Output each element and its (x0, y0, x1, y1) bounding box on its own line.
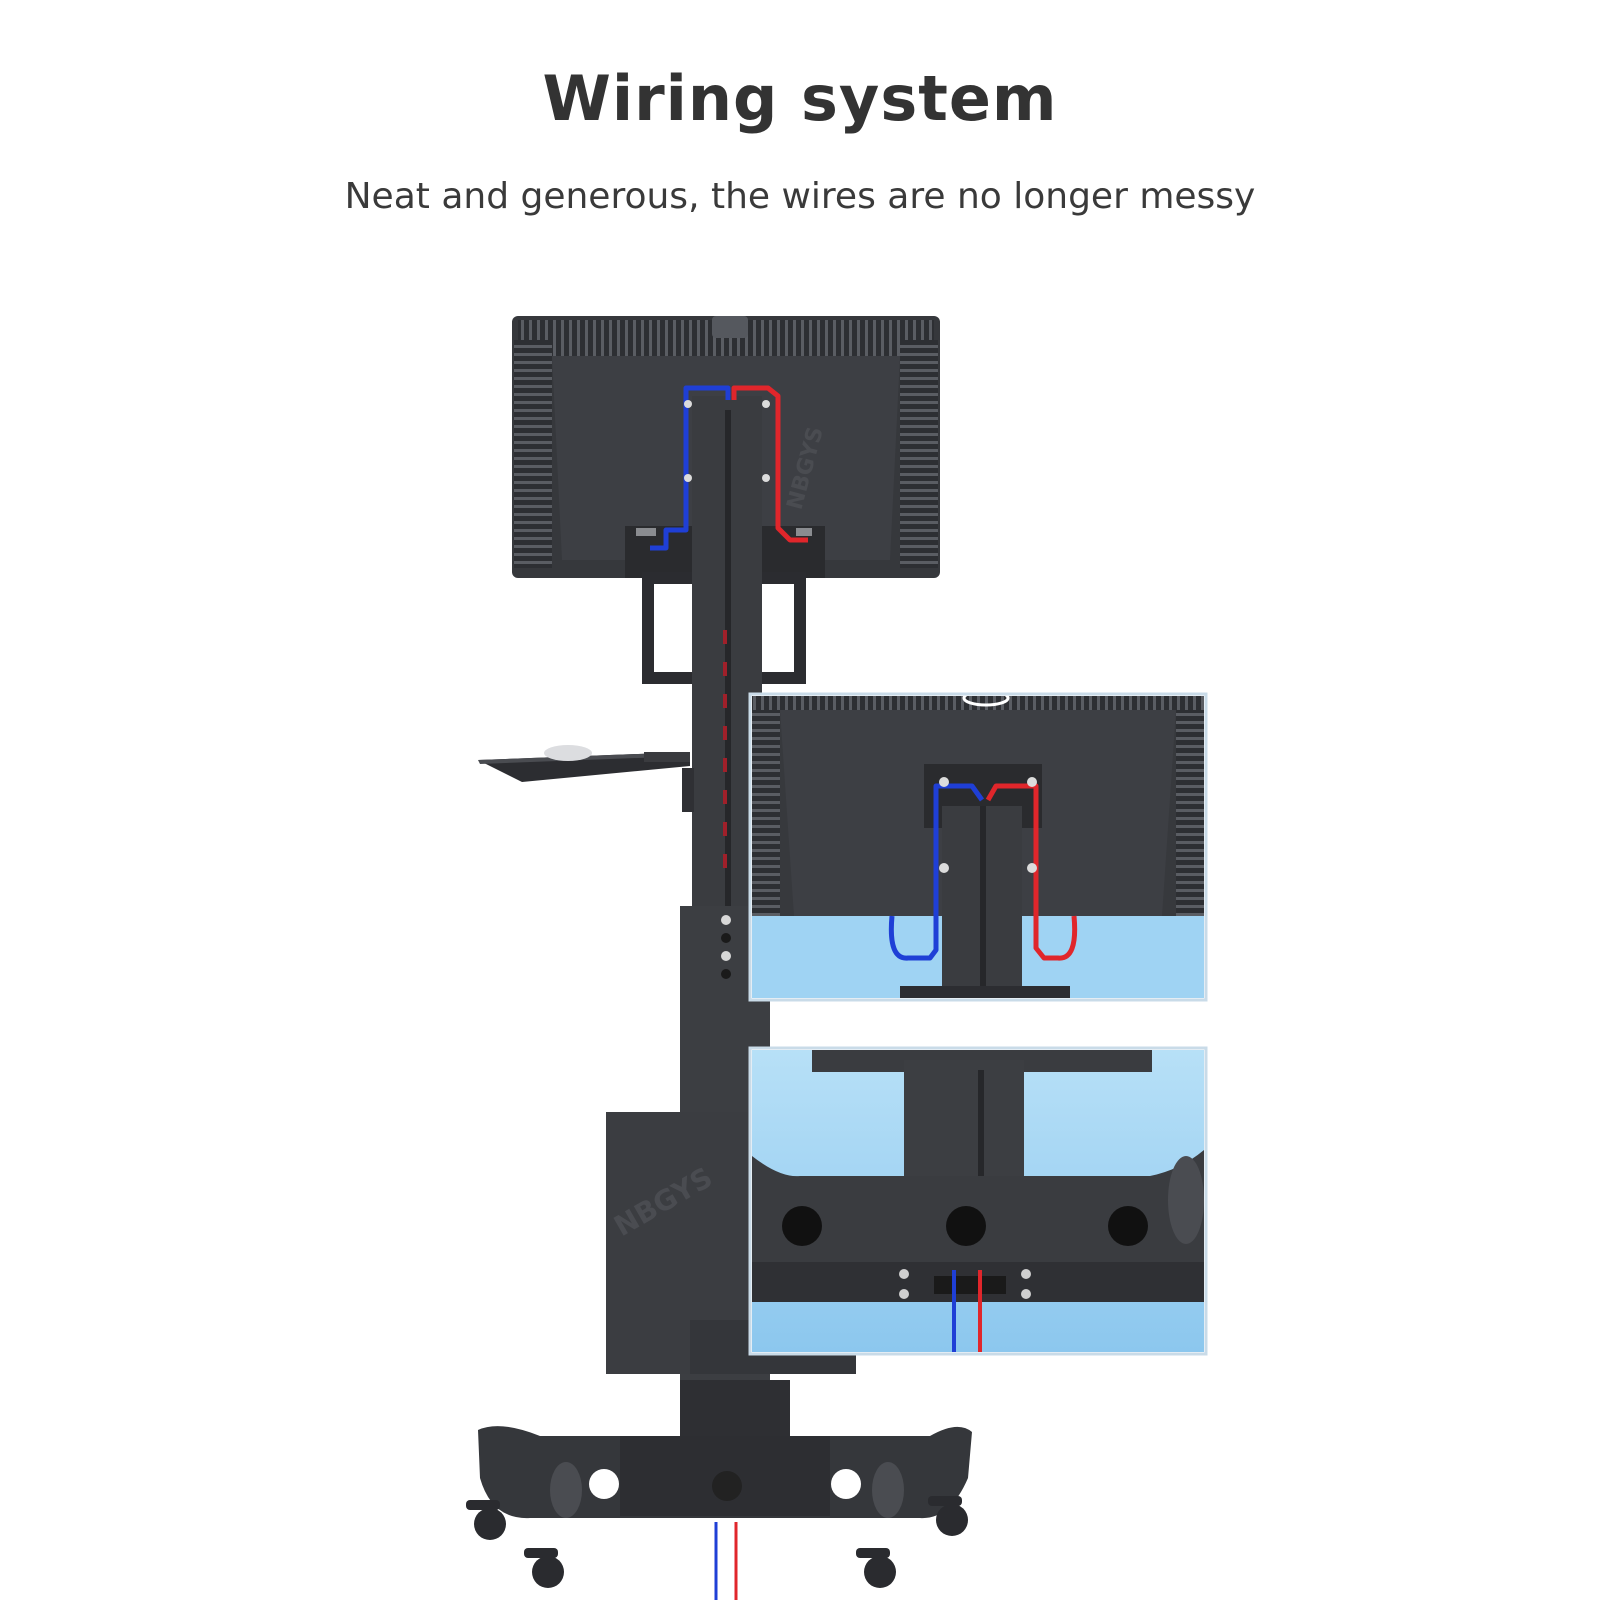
page-subtitle: Neat and generous, the wires are no long… (344, 176, 1256, 217)
page-title: Wiring system (542, 62, 1058, 135)
inset-monitor-wiring (748, 692, 1208, 1002)
inset-base-wiring (748, 1046, 1208, 1356)
caster-wheels (466, 1496, 968, 1588)
keyboard-tray (478, 745, 694, 812)
rolling-base (478, 1426, 972, 1600)
monitor-cables (650, 385, 808, 551)
